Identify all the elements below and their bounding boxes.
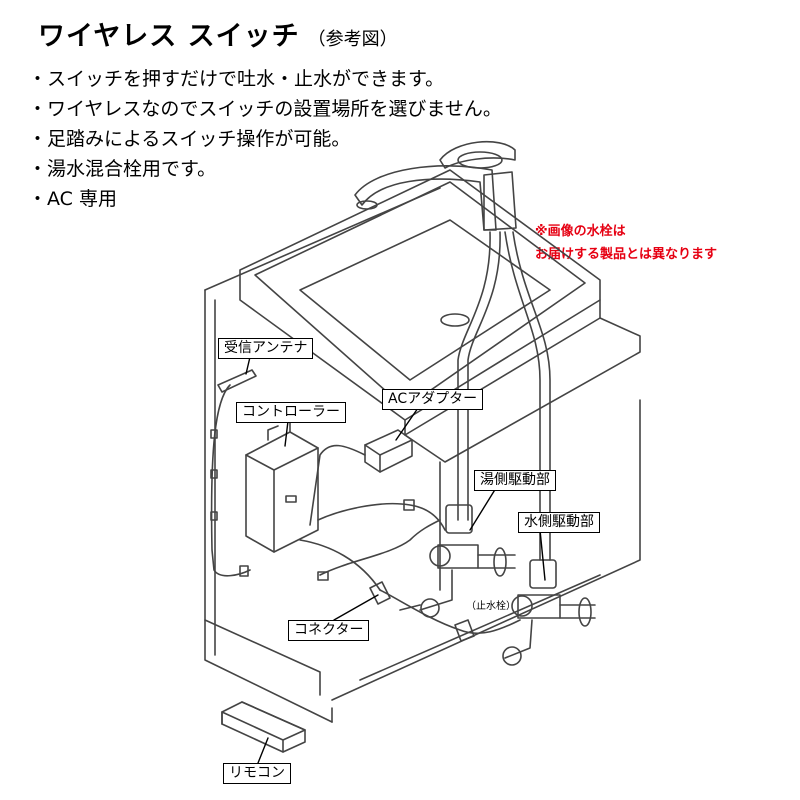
connector-part	[369, 581, 475, 642]
label-hot-drive: 湯側駆動部	[474, 470, 556, 491]
antenna	[210, 369, 257, 577]
label-controller: コントローラー	[236, 402, 346, 423]
label-antenna: 受信アンテナ	[218, 338, 314, 359]
feature-item: ・AC 専用	[28, 188, 117, 210]
label-connector: コネクター	[288, 620, 370, 641]
remote-switch	[221, 701, 306, 753]
disclaimer-note: ※画像の水栓は お届けする製品とは異なります	[535, 220, 717, 266]
feature-item: ・スイッチを押すだけで吐水・止水ができます。	[28, 68, 445, 90]
label-cold-drive: 水側駆動部	[518, 512, 600, 533]
title-main: ワイヤレス スイッチ	[38, 21, 300, 52]
ac-adapter	[309, 429, 413, 526]
feature-item: ・ワイヤレスなのでスイッチの設置場所を選びません。	[28, 98, 502, 120]
label-stop-valve: （止水栓）	[466, 601, 516, 612]
label-remote: リモコン	[223, 763, 291, 784]
controller-box	[245, 419, 319, 553]
wiring	[299, 499, 521, 634]
label-ac-adapter: ACアダプター	[382, 389, 484, 410]
leader-lines	[245, 356, 546, 764]
page-title: ワイヤレス スイッチ （参考図）	[38, 14, 398, 53]
feature-item: ・足踏みによるスイッチ操作が可能。	[28, 128, 351, 150]
title-sub: （参考図）	[307, 29, 398, 50]
feature-item: ・湯水混合栓用です。	[28, 158, 217, 180]
faucet	[354, 140, 517, 231]
sink	[239, 169, 641, 463]
cold-side-valve	[502, 559, 596, 666]
note-line: ※画像の水栓は	[535, 224, 626, 239]
supply-hoses	[457, 231, 551, 561]
feature-list: ・スイッチを押すだけで吐水・止水ができます。 ・ワイヤレスなのでスイッチの設置場…	[28, 64, 502, 214]
cabinet	[204, 187, 641, 723]
note-line: お届けする製品とは異なります	[535, 247, 718, 262]
